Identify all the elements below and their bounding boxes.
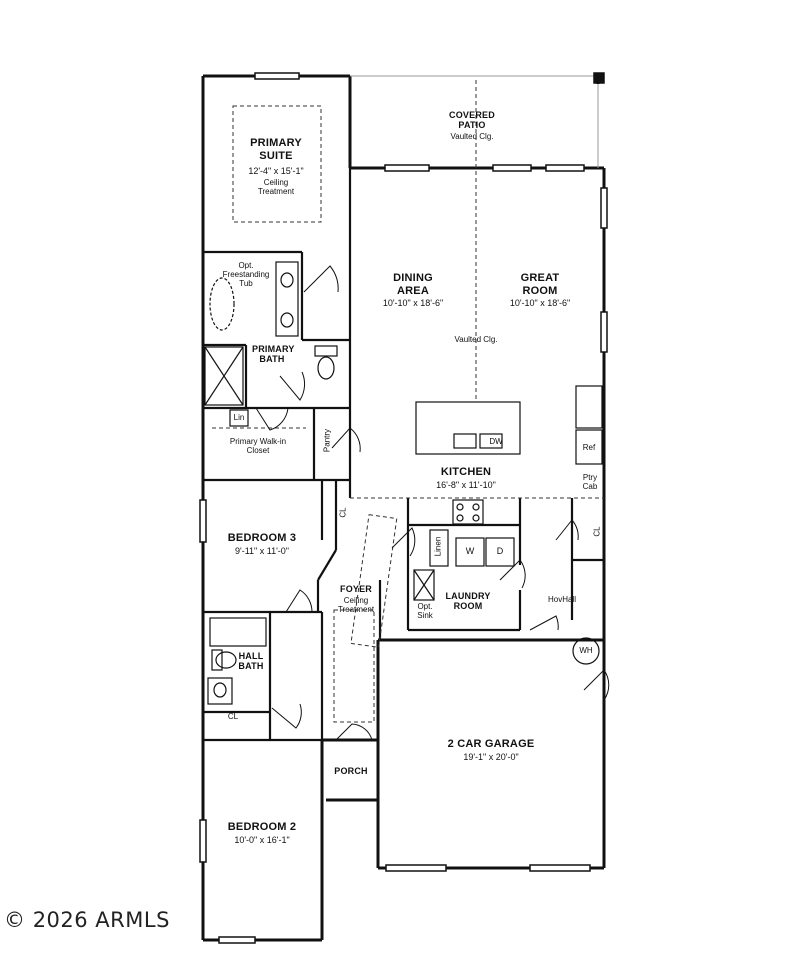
foyer-name: FOYER [339,584,373,594]
porch-name: PORCH [334,766,368,776]
kitchen-name: KITCHEN [440,466,492,478]
primary-suite-dims: 12'-4" x 15'-1" [248,166,304,176]
dining-area-dims: 10'-10" x 18'-6" [382,298,444,308]
copyright-text: 2026 ARMLS [32,908,170,932]
doors [255,265,610,741]
closet-label-bedroom3: CL [338,507,348,518]
bedroom2-dims: 10'-0" x 16'-1" [234,835,290,845]
kitchen-dims: 16'-8" x 11'-10" [436,480,496,490]
vaulted-ceiling-note: Vaulted Clg. [454,335,498,344]
water-heater-label: WH [579,646,593,655]
linen-label: Linen [433,536,443,557]
bedroom3-name: BEDROOM 3 [227,532,297,544]
exterior-walls [201,74,606,942]
closet-label-hall-bath: CL [227,712,239,721]
great-room-dims: 10'-10" x 18'-6" [509,298,571,308]
windows [199,72,608,944]
garage-name: 2 CAR GARAGE [447,738,535,750]
garage-dims: 19'-1" x 20'-0" [463,752,519,762]
primary-bath-name: PRIMARY BATH [252,344,295,365]
washer-label: W [465,546,475,556]
hovhall-label: HovHall [547,595,577,604]
primary-closet-label: Primary Walk-in Closet [229,437,287,456]
refrigerator-label: Ref [582,443,596,452]
optional-tub-label: Opt. Freestanding Tub [222,261,270,289]
fixtures [204,261,603,705]
laundry-room-name: LAUNDRY ROOM [445,591,491,612]
great-room-name: GREAT ROOM [520,272,560,297]
primary-suite-name: PRIMARY SUITE [250,137,302,162]
kitchen-island [415,401,521,455]
foyer-note: Ceiling Treatment [337,596,375,615]
bedroom2-name: BEDROOM 2 [227,821,297,833]
pantry-cabinet-label: Ptry Cab [582,473,598,492]
closet-label-hall: CL [592,526,602,537]
pantry-label: Pantry [322,428,332,453]
covered-patio-note: Vaulted Clg. [450,132,494,141]
patio-outline [350,75,599,168]
primary-suite-note: Ceiling Treatment [257,178,295,197]
optional-sink-label: Opt. Sink [417,602,433,621]
interior-walls [203,168,604,742]
dashed-lines [212,80,604,723]
dining-area-name: DINING AREA [393,272,433,297]
bedroom3-dims: 9'-11" x 11'-0" [234,546,290,556]
linen-closet-label: Lin [233,413,245,422]
covered-patio-name: COVERED PATIO [449,110,495,131]
dryer-label: D [496,546,504,556]
hall-bath-name: HALL BATH [238,651,264,672]
copyright-watermark: © 2026 ARMLS [4,908,170,932]
dishwasher-label: DW [489,437,503,446]
